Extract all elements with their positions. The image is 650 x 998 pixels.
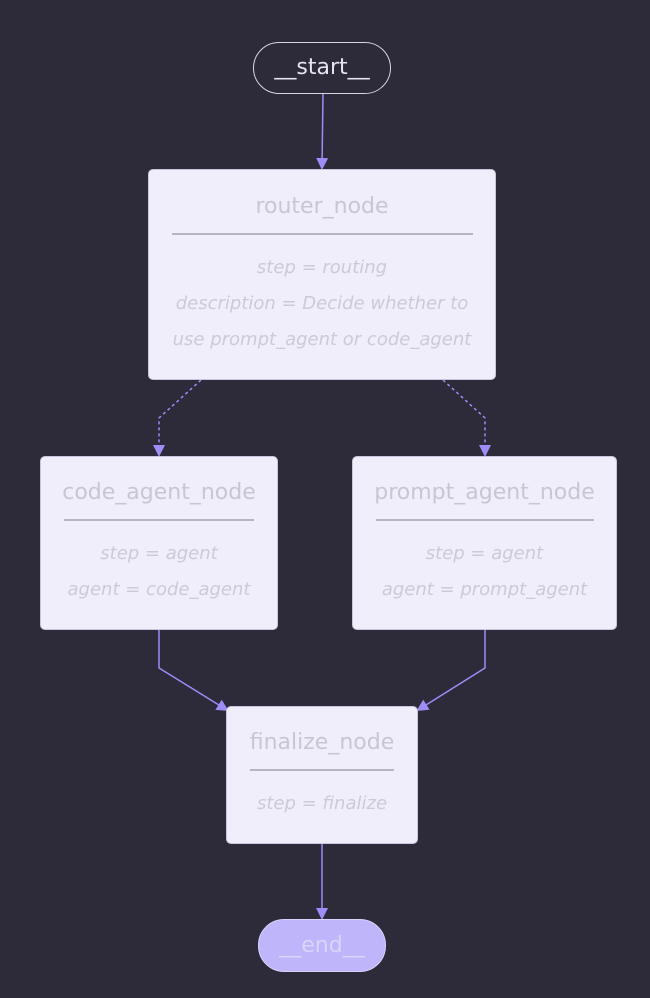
router-node-divider — [172, 233, 473, 235]
code-agent-node-agent: agent = code_agent — [67, 579, 251, 600]
finalize-node-divider — [250, 769, 394, 771]
code-agent-node[interactable]: code_agent_node step = agent agent = cod… — [40, 456, 278, 630]
router-node[interactable]: router_node step = routing description =… — [148, 169, 496, 380]
finalize-node[interactable]: finalize_node step = finalize — [226, 706, 418, 844]
prompt-agent-node-divider — [376, 519, 594, 521]
prompt-agent-node[interactable]: prompt_agent_node step = agent agent = p… — [352, 456, 617, 630]
edge-start-to-router — [316, 93, 329, 170]
finalize-node-step: step = finalize — [256, 793, 388, 814]
prompt-agent-node-agent: agent = prompt_agent — [381, 579, 588, 600]
code-agent-node-divider — [64, 519, 254, 521]
prompt-agent-node-title: prompt_agent_node — [374, 480, 595, 505]
end-node[interactable]: __end__ — [258, 919, 386, 972]
edge-prompt-agent-to-finalize — [416, 630, 486, 712]
edge-router-to-code-agent — [153, 379, 202, 457]
router-node-step: step = routing — [256, 257, 388, 278]
code-agent-node-step: step = agent — [100, 543, 218, 564]
code-agent-node-title: code_agent_node — [62, 480, 256, 505]
edge-router-to-prompt-agent — [442, 379, 491, 457]
router-node-title: router_node — [255, 194, 389, 219]
start-node[interactable]: __start__ — [253, 42, 391, 94]
prompt-agent-node-step: step = agent — [425, 543, 544, 564]
edge-code-agent-to-finalize — [158, 630, 229, 712]
finalize-node-title: finalize_node — [249, 730, 395, 755]
router-node-description-1: description = Decide whether to — [175, 293, 469, 314]
router-node-description-2: use prompt_agent or code_agent — [172, 329, 472, 350]
